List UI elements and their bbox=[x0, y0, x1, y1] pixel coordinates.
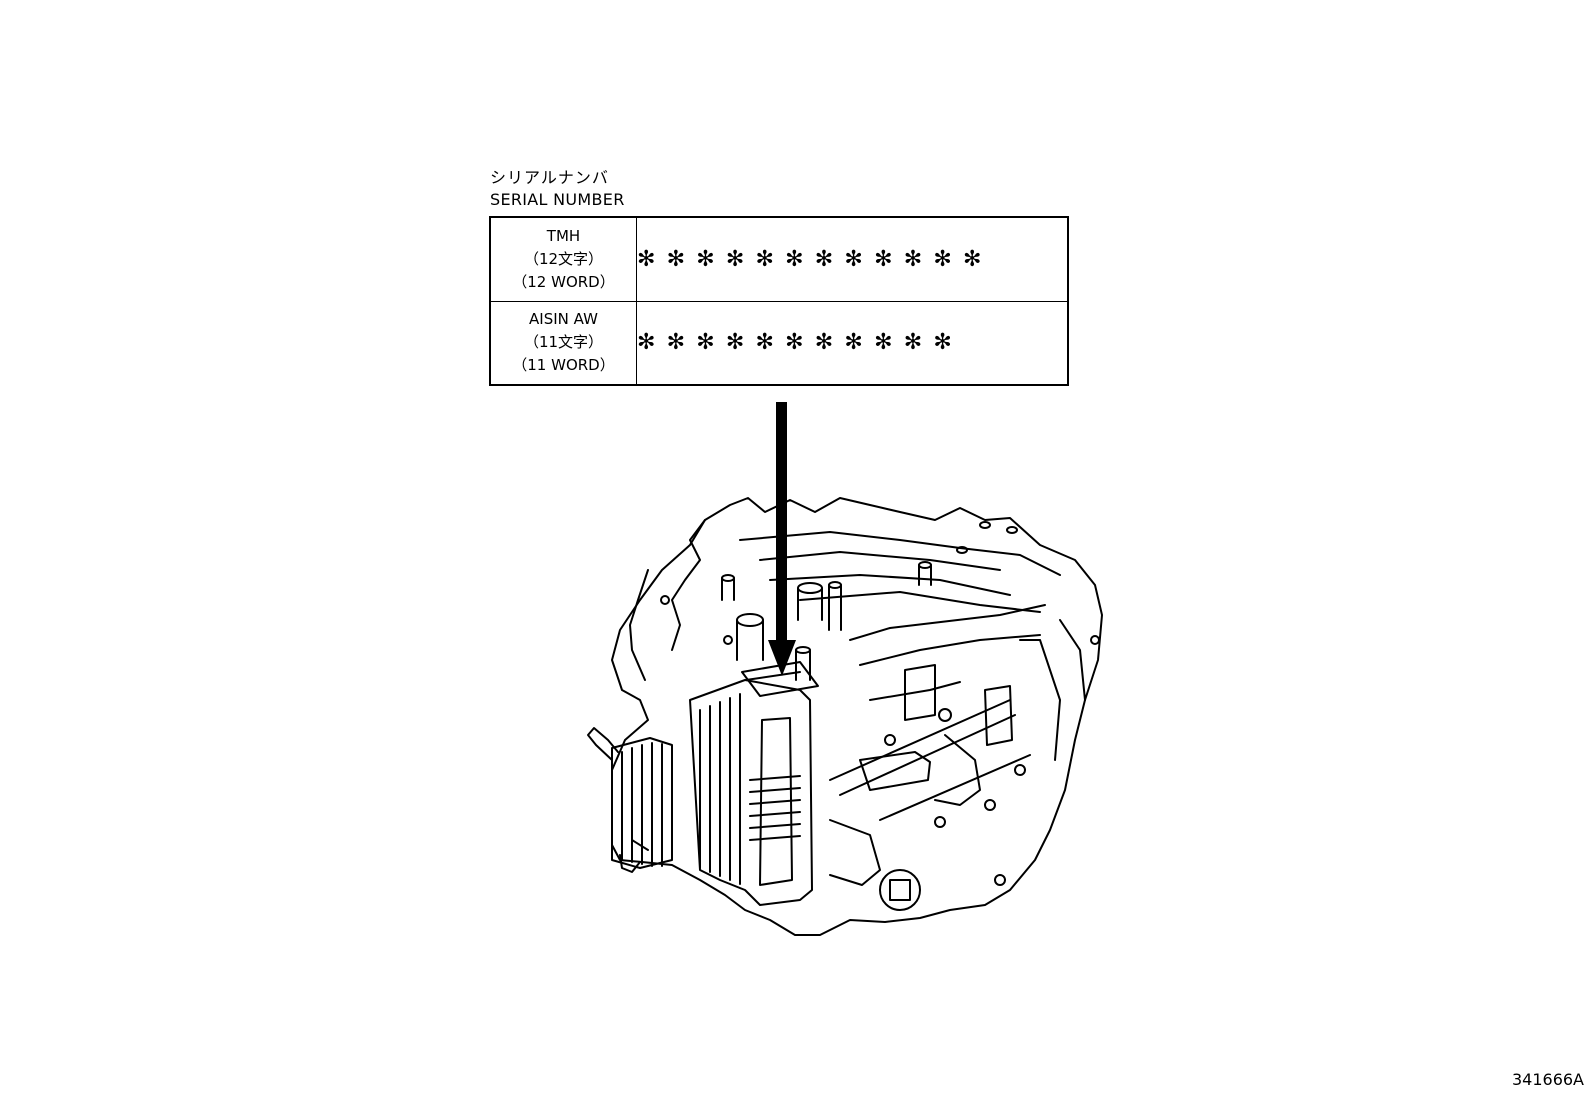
serial-number-table: TMH （12文字） （12 WORD） ✻✻✻✻✻✻✻✻✻✻✻✻ AISIN … bbox=[489, 216, 1069, 386]
serial-number-label-jp: シリアルナンバ bbox=[490, 168, 609, 187]
char-count-jp: （11文字） bbox=[523, 333, 604, 352]
serial-placeholder-stars: ✻✻✻✻✻✻✻✻✻✻✻✻ bbox=[636, 216, 1069, 302]
maker-name: TMH bbox=[546, 226, 581, 245]
table-row: AISIN AW （11文字） （11 WORD） ✻✻✻✻✻✻✻✻✻✻✻ bbox=[489, 300, 1069, 386]
maker-cell: AISIN AW （11文字） （11 WORD） bbox=[489, 300, 637, 386]
char-count-en: （11 WORD） bbox=[512, 356, 615, 375]
char-count-jp: （12文字） bbox=[523, 249, 604, 268]
maker-name: AISIN AW bbox=[529, 310, 598, 329]
down-arrow-icon bbox=[768, 402, 796, 676]
serial-number-label-en: SERIAL NUMBER bbox=[490, 190, 625, 209]
table-row: TMH （12文字） （12 WORD） ✻✻✻✻✻✻✻✻✻✻✻✻ bbox=[489, 216, 1069, 302]
figure-reference-code: 341666A bbox=[1511, 1070, 1584, 1089]
serial-placeholder-stars: ✻✻✻✻✻✻✻✻✻✻✻ bbox=[636, 300, 1069, 386]
char-count-en: （12 WORD） bbox=[512, 272, 615, 291]
transmission-illustration-icon bbox=[587, 497, 1103, 936]
